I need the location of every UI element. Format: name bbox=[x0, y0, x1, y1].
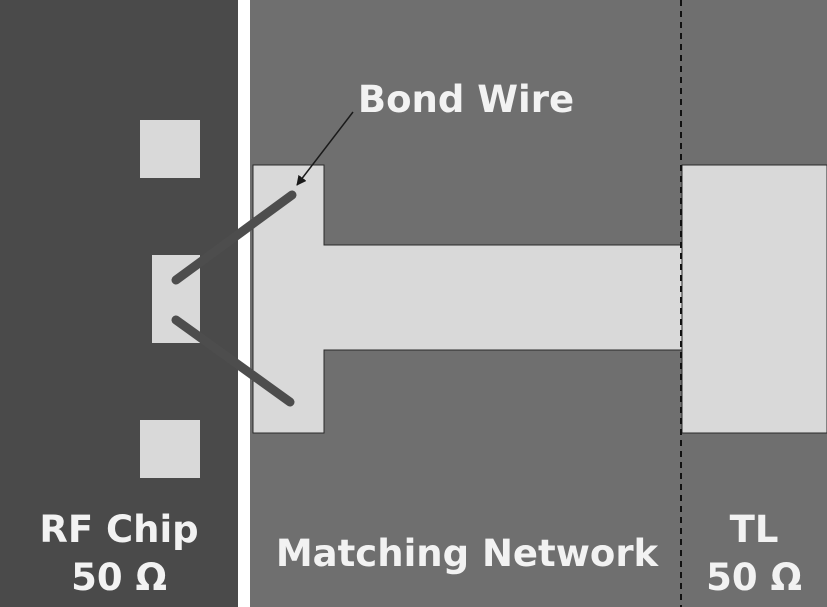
chip-pad-bottom bbox=[140, 420, 200, 478]
rf-chip-impedance: 50 Ω bbox=[71, 556, 167, 599]
bond-wire-upper bbox=[171, 190, 297, 285]
tl-impedance: 50 Ω bbox=[706, 556, 802, 599]
tl-name: TL bbox=[730, 508, 779, 551]
bond-wire-arrow bbox=[296, 111, 354, 186]
transmission-line-trace bbox=[681, 164, 827, 434]
rf-chip-name: RF Chip bbox=[39, 508, 198, 551]
chip-pad-top bbox=[140, 120, 200, 178]
matching-network-name: Matching Network bbox=[276, 532, 660, 575]
bond-wire-lower bbox=[171, 315, 295, 407]
bond-wire-label: Bond Wire bbox=[358, 78, 574, 121]
chip-edge-separator bbox=[238, 0, 250, 607]
